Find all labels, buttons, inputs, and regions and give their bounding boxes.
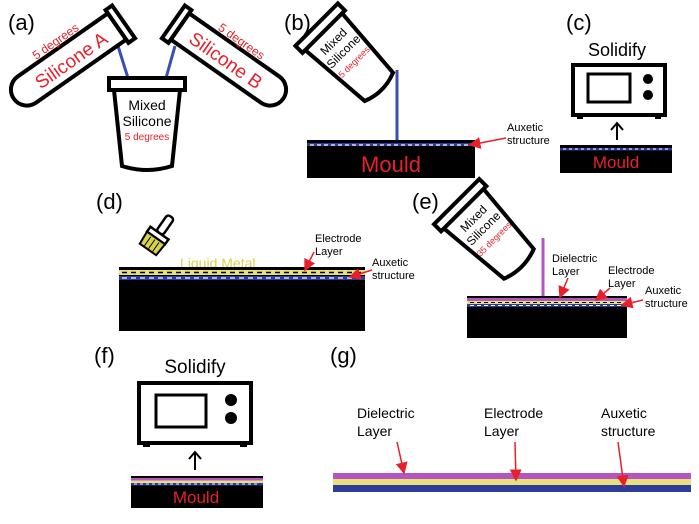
panel-g-label: (g) (330, 343, 357, 368)
oven-f-knob-top (225, 394, 237, 406)
electrode-pointer-e (594, 287, 611, 301)
auxetic-pointer-d (348, 268, 373, 280)
annotation-b-line2: structure (507, 135, 550, 147)
panel-c: (c) Solidify Mould (560, 10, 672, 173)
electrode-d-line2: Layer (315, 246, 343, 258)
panel-b: (b) Mixed Silicone 5 degrees Mould Auxet… (284, 0, 550, 178)
electrode-d-line1: Electrode (315, 233, 361, 245)
dielectric-e-line1: Dielectric (552, 253, 598, 265)
silicone-b-tube: 5 degrees Silicone B (159, 2, 289, 108)
up-arrow-f (188, 450, 202, 470)
up-arrow-c (610, 121, 624, 140)
panel-a: (a) 5 degrees Silicone A 5 degrees Silic… (8, 2, 289, 172)
cup-a-line2: Silicone (122, 113, 171, 129)
dielectric-pointer-g (395, 441, 408, 475)
electrode-e-line1: Electrode (608, 265, 654, 277)
dielectric-layer-g (333, 473, 691, 479)
oven-c-knob-bottom (643, 90, 653, 100)
electrode-layer-f (131, 480, 263, 483)
mould-f-label: Mould (173, 488, 219, 507)
dielectric-g-line2: Layer (357, 423, 392, 439)
mixing-cup-e: Mixed Silicone 35 degrees (431, 176, 537, 282)
auxetic-pointer-e (620, 296, 644, 309)
oven-c-knob-top (643, 74, 653, 84)
electrode-g-line2: Layer (484, 423, 519, 439)
mould-b: Mould (307, 140, 475, 178)
panel-f-title: Solidify (164, 357, 226, 378)
auxetic-d-line2: structure (372, 270, 415, 282)
electrode-pointer-g (509, 441, 522, 482)
mixing-cup-a: Mixed Silicone 5 degrees (107, 76, 187, 172)
auxetic-pointer-b (468, 137, 507, 149)
oven-f-knob-bottom (225, 412, 237, 424)
oven-c (571, 63, 667, 119)
mould-c: Mould (560, 145, 672, 173)
mould-f: Mould (131, 476, 263, 508)
mould-e (467, 296, 627, 338)
auxetic-e-line2: structure (645, 298, 688, 310)
oven-f (137, 381, 253, 447)
mould-c-label: Mould (593, 153, 639, 172)
auxetic-d-line1: Auxetic (372, 257, 409, 269)
panel-e-label: (e) (412, 189, 439, 214)
panel-b-label: (b) (284, 10, 311, 35)
auxetic-pointer-g (616, 441, 629, 488)
mixing-cup-b: Mixed Silicone 5 degrees (292, 0, 396, 104)
silicone-b-stream (164, 45, 177, 79)
electrode-g-line1: Electrode (484, 405, 543, 421)
silicone-a-stream (116, 45, 130, 79)
dielectric-pointer-e (558, 277, 570, 299)
oven-f-window (154, 393, 208, 429)
electrode-layer-g (333, 479, 691, 485)
panel-c-title: Solidify (588, 40, 646, 60)
dielectric-e-line2: Layer (552, 266, 580, 278)
panel-d-label: (d) (96, 189, 123, 214)
auxetic-layer-c (560, 148, 672, 151)
annotation-b-line1: Auxetic (507, 122, 544, 134)
auxetic-g-line2: structure (601, 423, 656, 439)
panel-d: (d) Liquid Metal Electrode Layer Auxetic… (96, 189, 415, 331)
panel-f-label: (f) (94, 343, 115, 368)
electrode-e-line2: Layer (608, 278, 636, 290)
oven-c-window (586, 72, 632, 104)
cup-a-line1: Mixed (128, 97, 165, 113)
auxetic-layer-g (333, 485, 691, 492)
brush-icon (138, 214, 175, 257)
panel-e: (e) Mixed Silicone 35 degrees Dielectric… (412, 176, 688, 338)
dielectric-g-line1: Dielectric (357, 405, 415, 421)
mould-b-label: Mould (361, 152, 421, 177)
panel-c-label: (c) (566, 10, 592, 35)
panel-a-label: (a) (8, 10, 35, 35)
mould-d (119, 267, 365, 331)
dielectric-layer-e (467, 298, 627, 301)
dielectric-layer-f (131, 478, 263, 481)
electrode-pointer-d (304, 251, 316, 272)
auxetic-g-line1: Auxetic (601, 405, 647, 421)
panel-g: (g) Dielectric Layer Electrode Layer Aux… (330, 343, 691, 492)
auxetic-e-line1: Auxetic (645, 285, 682, 297)
panel-f: (f) Solidify Mould (94, 343, 263, 508)
cup-a-note: 5 degrees (125, 132, 169, 143)
final-laminate (333, 473, 691, 492)
